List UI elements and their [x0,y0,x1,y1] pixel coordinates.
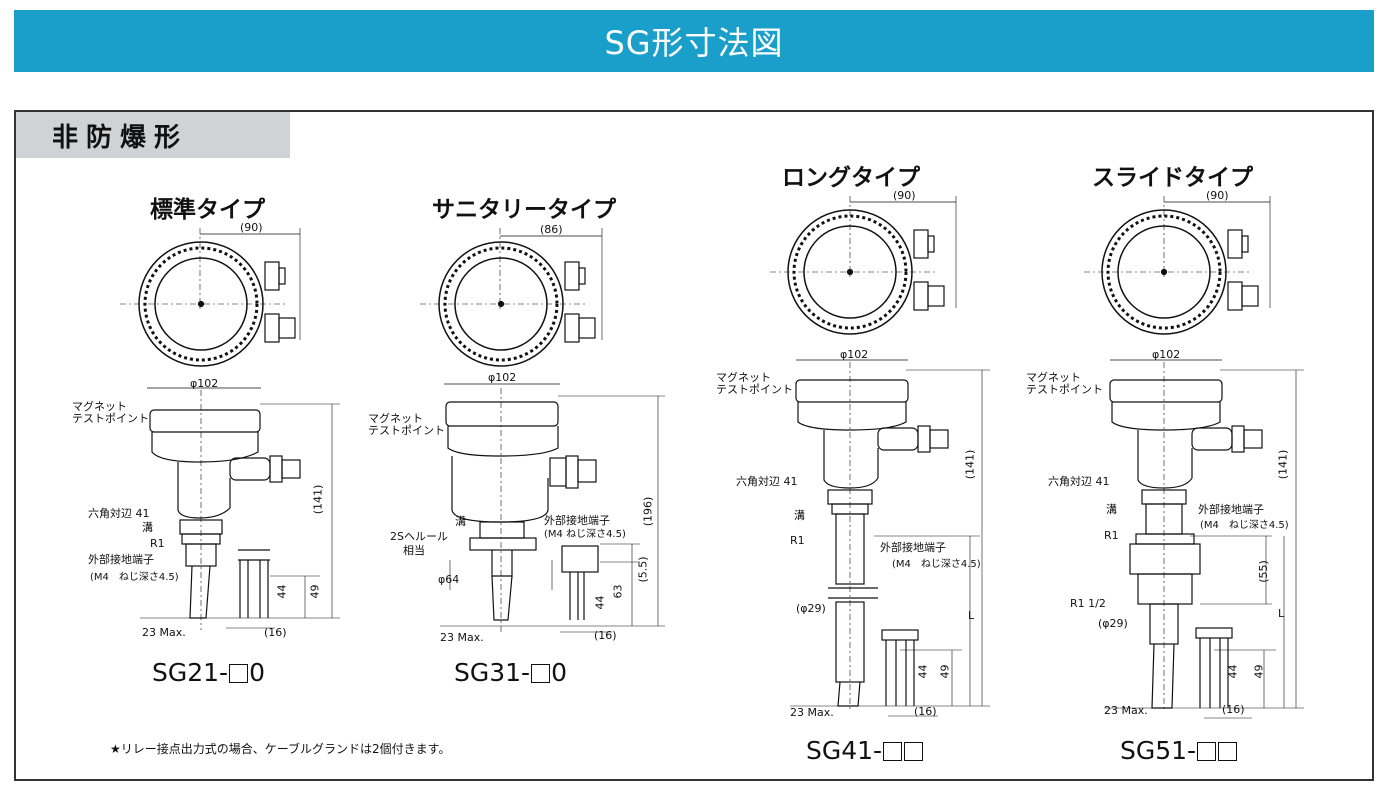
long-dim-49: 49 [938,664,952,679]
sanitary-dim-height: (196) [641,496,655,527]
long-hex: 六角対辺 41 [736,475,798,488]
slide-dim-55: (55) [1256,560,1270,583]
standard-dim-23: 23 Max. [142,626,186,639]
page-header: SG形寸法図 [14,10,1374,72]
long-dim-top: (90) [893,189,916,202]
standard-dim-16: (16) [264,626,287,639]
slide-hex: 六角対辺 41 [1048,475,1110,488]
sanitary-ground-2: (M4 ねじ深さ4.5) [544,529,626,540]
slide-title: スライドタイプ [1092,165,1253,191]
sanitary-ferrule-1: 2Sヘルール [390,530,448,543]
slide-thread: R1 [1104,529,1119,542]
long-model: SG41- [806,736,924,765]
sanitary-ferrule-2: 相当 [403,544,425,557]
sanitary-magnet-2: テストポイント [368,424,445,437]
standard-dim-44: 44 [275,584,289,599]
slide-ground-2: (M4 ねじ深さ4.5) [1200,520,1289,531]
sanitary-dim-top: (86) [540,223,563,236]
slide-dim-dia: φ102 [1152,348,1181,361]
long-dim-29: (φ29) [796,602,826,615]
long-ground-1: 外部接地端子 [880,541,946,554]
standard-hex: 六角対辺 41 [88,507,150,520]
page-title: SG形寸法図 [604,24,784,62]
long-title: ロングタイプ [782,165,920,191]
long-dim-dia: φ102 [840,348,869,361]
sanitary-ground-1: 外部接地端子 [544,514,610,527]
standard-thread: R1 [150,537,165,550]
slide-magnet-1: マグネット [1026,371,1081,384]
long-dim-23: 23 Max. [790,706,834,719]
standard-ground-2: (M4 ねじ深さ4.5) [90,572,179,583]
sanitary-title: サニタリータイプ [432,197,616,223]
sanitary-dim-16: (16) [594,629,617,642]
slide-dim-23: 23 Max. [1104,704,1148,717]
sanitary-dim-63: 63 [611,584,625,599]
slide-thread2: R1 1/2 [1070,597,1106,610]
sanitary-drawing [420,228,665,635]
section-label: 非防爆形 [16,112,290,158]
long-dim-44: 44 [916,664,930,679]
slide-magnet-2: テストポイント [1026,383,1103,396]
sanitary-dim-44: 44 [593,595,607,610]
slide-dim-top: (90) [1206,189,1229,202]
standard-model: SG21-0 [152,658,265,687]
slide-model: SG51- [1120,736,1238,765]
long-magnet-1: マグネット [716,371,771,384]
standard-magnet-1: マグネット [72,400,127,413]
slide-dim-44: 44 [1226,664,1240,679]
standard-dim-dia: φ102 [190,377,219,390]
slide-groove: 溝 [1106,503,1117,516]
sanitary-model: SG31-0 [454,658,567,687]
long-drawing [770,196,990,717]
slide-dim-height: (141) [1276,449,1290,480]
slide-ground-1: 外部接地端子 [1198,503,1264,516]
sanitary-dim-64: φ64 [438,573,460,586]
long-ground-2: (M4 ねじ深さ4.5) [892,559,981,570]
slide-drawing [1084,196,1304,719]
long-dim-height: (141) [963,449,977,480]
diagram-frame [14,110,1374,781]
sanitary-dim-dia: φ102 [488,371,517,384]
slide-dim-L: L [1278,607,1285,620]
slide-dim-49: 49 [1252,664,1266,679]
standard-dim-top: (90) [240,221,263,234]
sanitary-groove: 溝 [455,515,466,528]
slide-dim-29: (φ29) [1098,617,1128,630]
sanitary-dim-23: 23 Max. [440,631,484,644]
long-magnet-2: テストポイント [716,383,793,396]
long-groove: 溝 [794,509,805,522]
footnote: ★リレー接点出力式の場合、ケーブルグランドは2個付きます。 [110,742,451,756]
standard-title: 標準タイプ [150,197,265,223]
standard-groove: 溝 [142,521,153,534]
standard-ground-1: 外部接地端子 [88,553,154,566]
standard-magnet-2: テストポイント [72,412,149,425]
long-dim-16: (16) [914,705,937,718]
standard-dim-49: 49 [308,584,322,599]
slide-dim-16: (16) [1222,703,1245,716]
long-thread: R1 [790,534,805,547]
sanitary-dim-55: (5.5) [636,556,650,583]
standard-drawing [120,228,340,630]
sanitary-magnet-1: マグネット [368,412,423,425]
long-dim-L: L [968,609,975,622]
standard-dim-height: (141) [311,484,325,515]
